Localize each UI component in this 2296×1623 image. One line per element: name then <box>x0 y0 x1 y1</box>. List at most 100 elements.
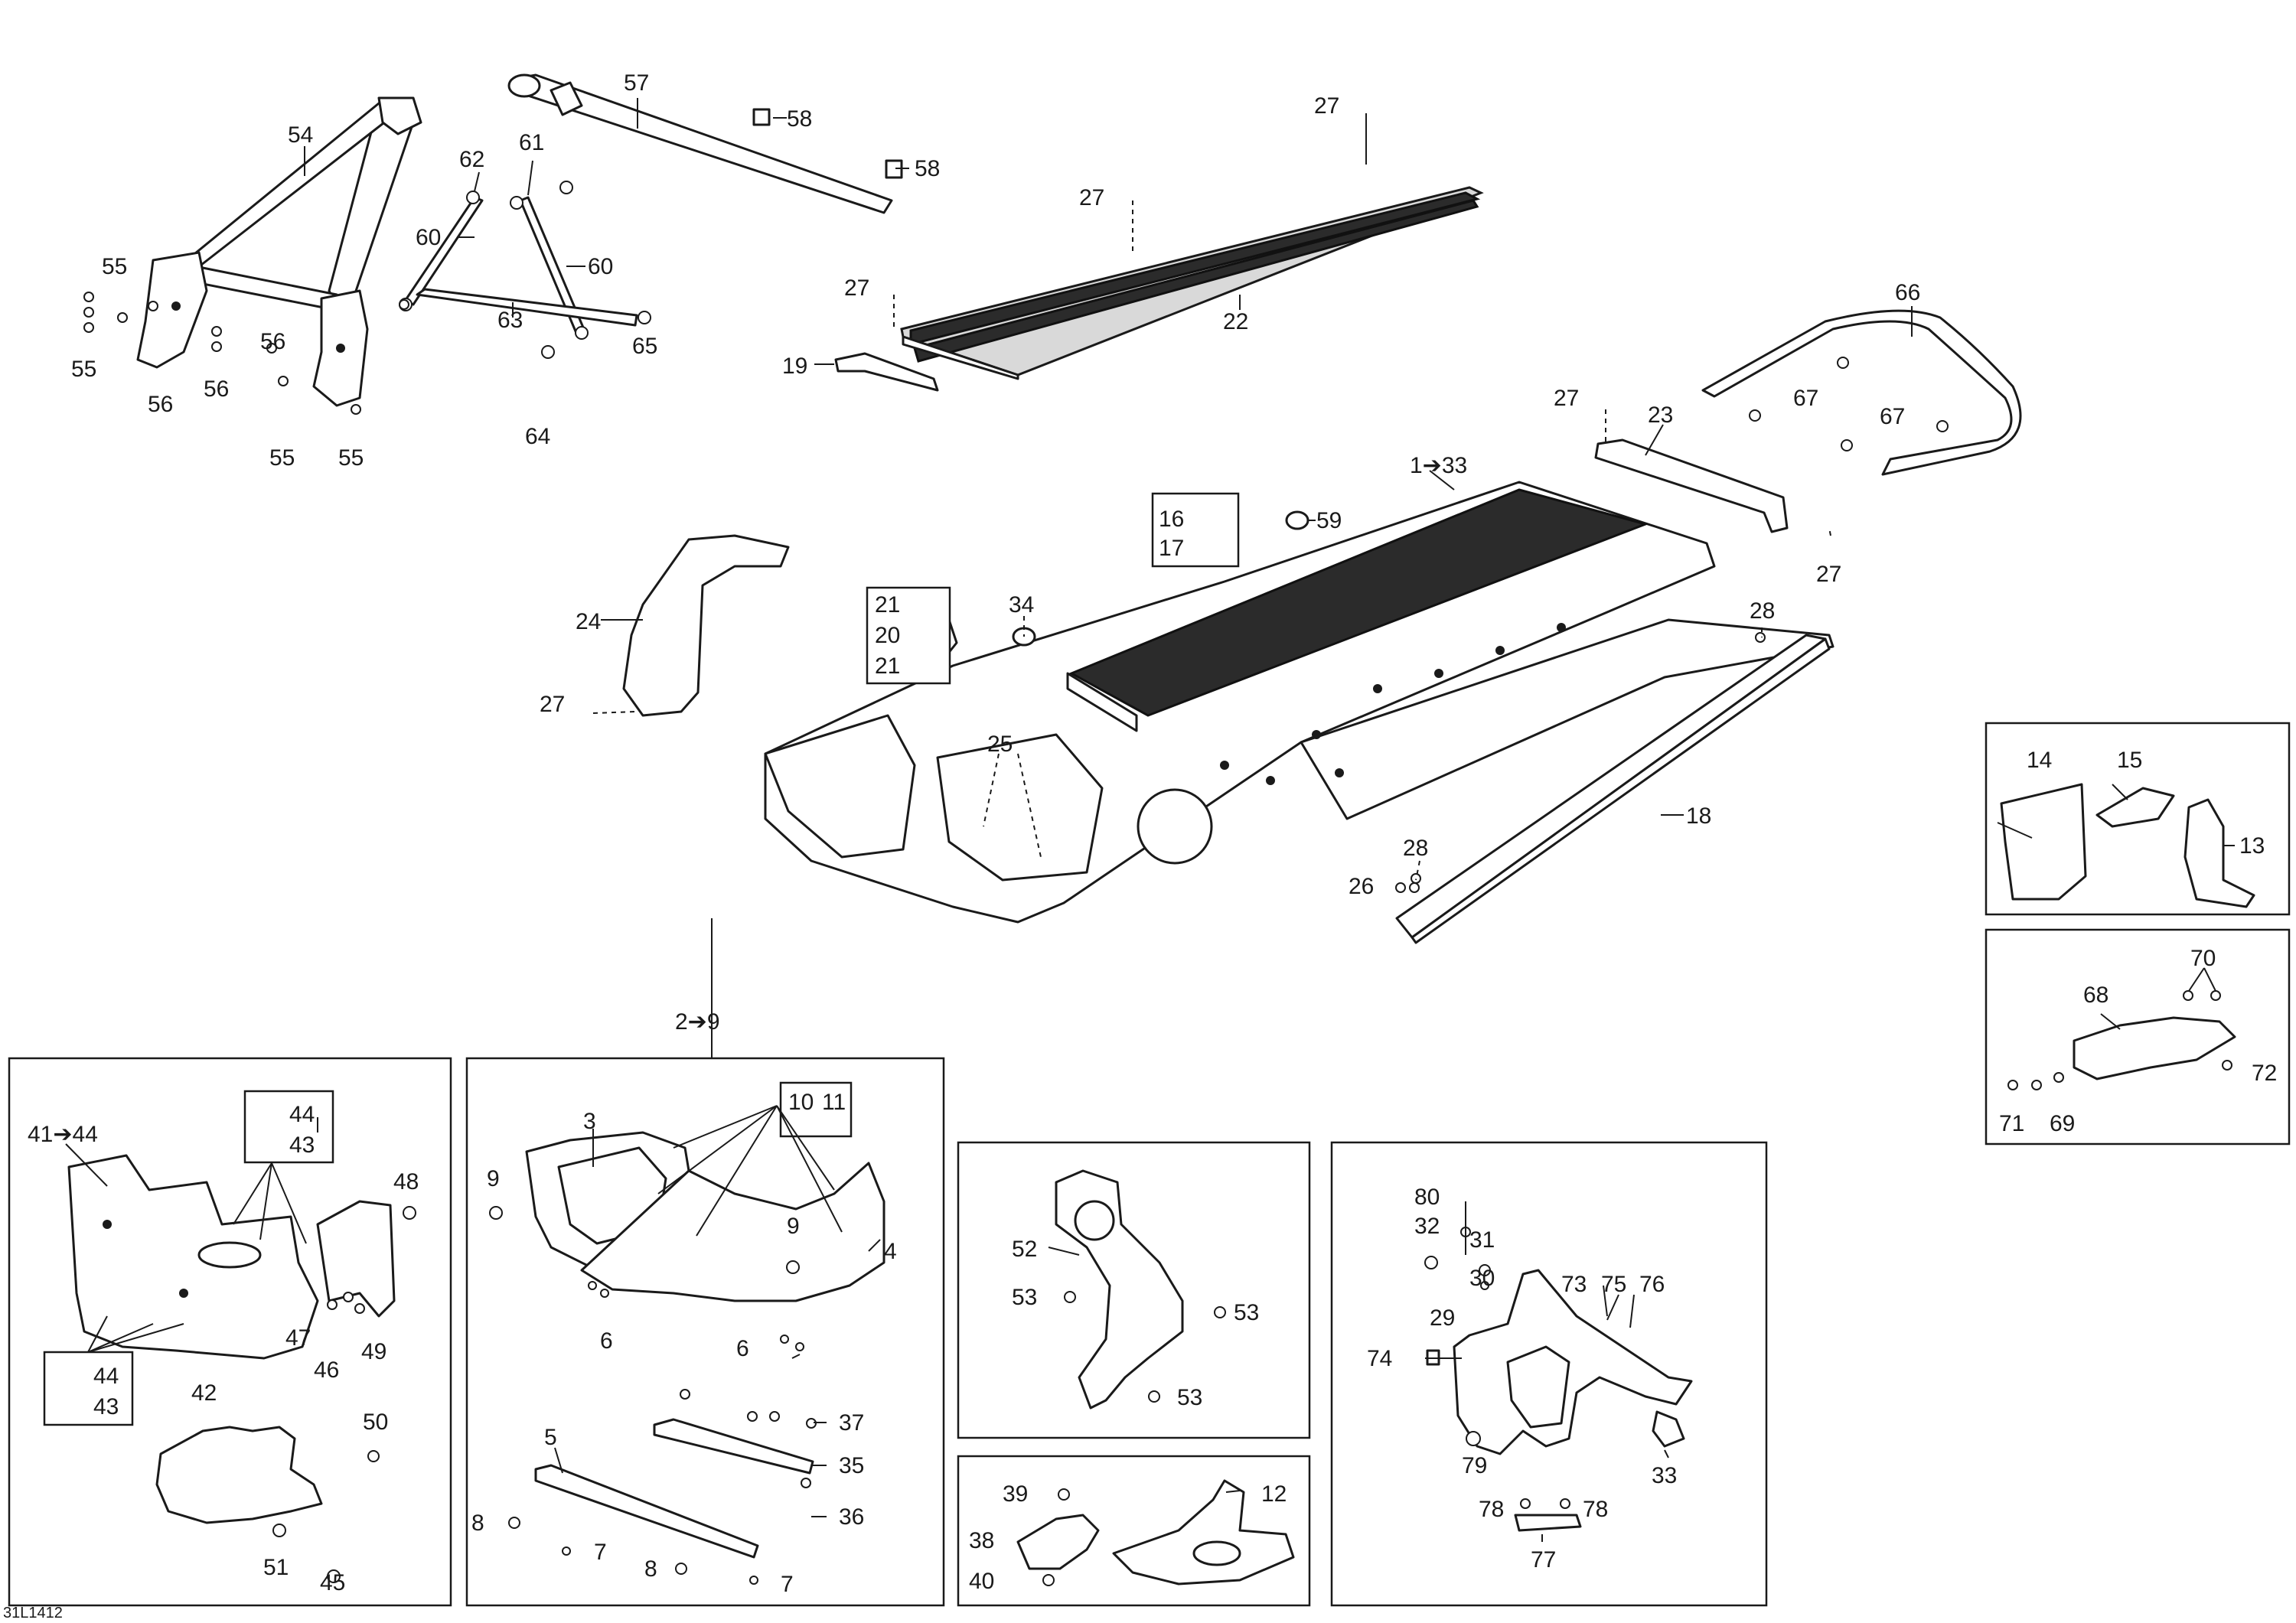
callout-box-16-17 <box>1151 492 1240 568</box>
label-65: 65 <box>632 334 657 359</box>
label-80: 80 <box>1414 1185 1440 1210</box>
label-75: 75 <box>1601 1272 1626 1297</box>
label-14: 14 <box>2027 748 2052 773</box>
subframe-2-9 <box>489 1131 885 1351</box>
label-13: 13 <box>2239 833 2265 859</box>
label-38: 38 <box>969 1528 994 1553</box>
fastener-set-55-56 <box>83 292 361 415</box>
label-34: 34 <box>1009 592 1034 618</box>
label-43-b: 43 <box>93 1394 119 1419</box>
label-subframe-range: 2➔9 <box>675 1009 720 1035</box>
label-53-b: 53 <box>1234 1300 1259 1325</box>
plate-38 <box>1016 1488 1100 1586</box>
label-66: 66 <box>1895 280 1920 305</box>
rod-57 <box>507 73 893 214</box>
label-67-b: 67 <box>1880 404 1905 429</box>
rail-fasteners-26-28 <box>1395 632 1766 893</box>
label-28-b: 28 <box>1403 836 1428 861</box>
label-60-b: 60 <box>588 254 613 279</box>
reference-code: 31L1412 <box>3 1605 63 1621</box>
plate-14 <box>2000 783 2087 901</box>
label-62: 62 <box>459 147 484 172</box>
frame-detail-assembly-73 <box>1330 1141 1768 1607</box>
label-6-b: 6 <box>736 1336 749 1361</box>
label-25: 25 <box>987 732 1013 757</box>
label-49: 49 <box>361 1339 386 1364</box>
label-frame-range: 1➔33 <box>1410 453 1467 478</box>
label-53-c: 53 <box>1177 1385 1202 1410</box>
label-32: 32 <box>1414 1214 1440 1239</box>
label-4: 4 <box>884 1239 897 1264</box>
label-24: 24 <box>576 609 601 634</box>
assembly-73 <box>1424 1201 1693 1532</box>
label-27-f: 27 <box>540 692 565 717</box>
label-7-b: 7 <box>781 1572 794 1597</box>
label-27-d: 27 <box>1554 386 1579 411</box>
label-22: 22 <box>1223 309 1248 334</box>
label-79: 79 <box>1462 1453 1487 1478</box>
label-8-b: 8 <box>644 1556 657 1582</box>
plug-59 <box>1285 510 1309 530</box>
label-53-a: 53 <box>1012 1285 1037 1310</box>
label-19: 19 <box>782 354 807 379</box>
plate-12 <box>1112 1479 1295 1586</box>
bracket-assembly-41-44 <box>67 1154 416 1360</box>
label-56-b: 56 <box>148 392 173 417</box>
label-20: 20 <box>875 623 900 648</box>
running-board-22 <box>900 186 1484 380</box>
label-8-a: 8 <box>471 1511 484 1536</box>
label-61: 61 <box>519 130 544 155</box>
label-27-e: 27 <box>1816 562 1841 587</box>
label-31: 31 <box>1469 1227 1495 1253</box>
label-44-a: 44 <box>289 1102 315 1127</box>
label-27-b: 27 <box>1079 185 1104 210</box>
label-23: 23 <box>1648 402 1673 428</box>
frame-detail-bracket-52 <box>957 1141 1311 1439</box>
bracket-24 <box>622 534 790 717</box>
frame-detail-bracket-41-44 <box>8 1057 452 1607</box>
label-50: 50 <box>363 1410 388 1435</box>
label-15: 15 <box>2117 748 2142 773</box>
frame-detail-plates-38-12 <box>957 1455 1311 1607</box>
label-26: 26 <box>1349 874 1374 899</box>
label-52: 52 <box>1012 1237 1037 1262</box>
bracket-52 <box>1055 1169 1226 1410</box>
label-58-b: 58 <box>915 156 940 181</box>
main-frame-1-33 <box>764 481 1835 924</box>
bracket-68 <box>2007 990 2236 1090</box>
label-74: 74 <box>1367 1346 1392 1371</box>
callout-labels: 57 58 58 54 55 55 55 55 56 56 56 62 61 6… <box>3 70 2277 1621</box>
leader-lines <box>65 98 2235 1542</box>
label-71: 71 <box>1999 1111 2024 1136</box>
frame-detail-bracket-68 <box>1985 928 2291 1146</box>
label-56-c: 56 <box>204 376 229 402</box>
label-3: 3 <box>583 1109 596 1134</box>
rear-bumper-66 <box>1701 309 2022 476</box>
label-27-c: 27 <box>844 275 869 301</box>
rail-18 <box>1395 634 1831 944</box>
label-51: 51 <box>263 1555 289 1580</box>
label-72: 72 <box>2252 1061 2277 1086</box>
label-bracket-range: 41➔44 <box>28 1122 98 1147</box>
bracket-19 <box>834 352 939 392</box>
label-29: 29 <box>1430 1305 1455 1331</box>
label-36: 36 <box>839 1504 864 1530</box>
bracket-13 <box>2183 798 2255 908</box>
label-45: 45 <box>320 1570 345 1595</box>
label-67-a: 67 <box>1793 386 1818 411</box>
label-44-b: 44 <box>93 1364 119 1389</box>
callout-box-43-44-b <box>43 1351 134 1426</box>
label-68: 68 <box>2083 983 2108 1008</box>
label-59: 59 <box>1316 508 1342 533</box>
callout-box-20-21 <box>866 586 951 685</box>
label-21-a: 21 <box>875 592 900 618</box>
label-30: 30 <box>1469 1266 1495 1291</box>
label-6-a: 6 <box>600 1328 613 1354</box>
label-55-d: 55 <box>338 445 364 471</box>
bracket-42 <box>155 1426 380 1583</box>
label-7-a: 7 <box>594 1540 607 1565</box>
frame-detail-subframe-2-9 <box>465 1057 945 1607</box>
nut-58-a <box>752 108 771 126</box>
label-39: 39 <box>1003 1481 1028 1507</box>
